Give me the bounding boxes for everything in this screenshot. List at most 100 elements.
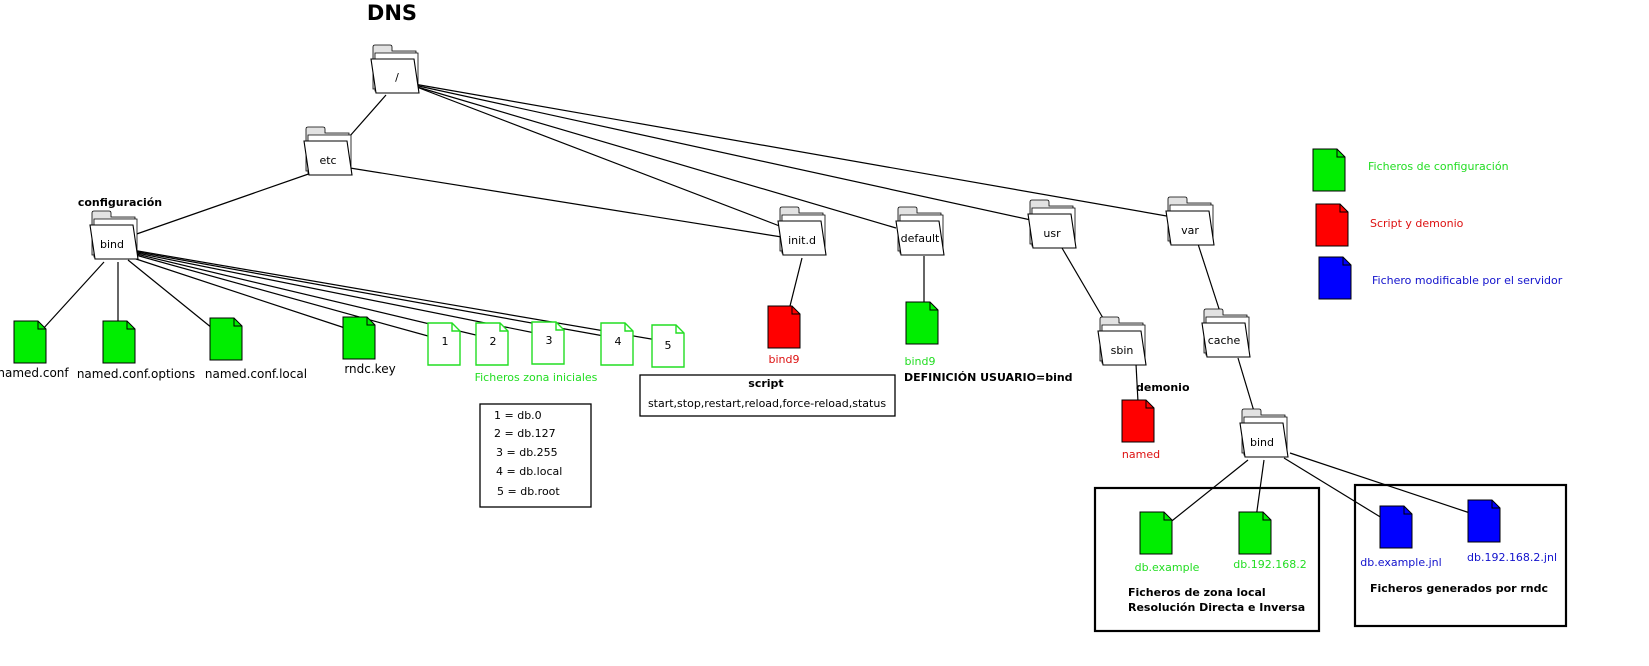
config-file-icon <box>1312 148 1346 192</box>
file-label-initd-bind9: bind9 <box>769 353 800 366</box>
legend-label-config: Ficheros de configuración <box>1368 160 1509 173</box>
script-box-actions: start,stop,restart,reload,force-reload,s… <box>648 397 886 410</box>
zona-local-caption-line2: Resolución Directa e Inversa <box>1128 601 1305 614</box>
folder-icon <box>1239 408 1289 458</box>
folder-label: bind <box>1250 436 1274 449</box>
zone-map-item: 4 = db.local <box>496 465 562 478</box>
file-label-db-example: db.example <box>1135 561 1200 574</box>
file-db-192[interactable] <box>1238 511 1272 555</box>
definicion-usuario-label: DEFINICIÓN USUARIO=bind <box>904 371 1073 384</box>
zone-file-number: 2 <box>490 335 497 348</box>
folder-icon <box>1097 316 1147 366</box>
file-label-named-conf-options: named.conf.options <box>77 367 195 381</box>
folder-default[interactable]: default <box>895 206 945 256</box>
folder-label: etc <box>319 154 336 167</box>
config-file-icon <box>342 316 376 360</box>
file-db-example-jnl[interactable] <box>1379 505 1413 549</box>
folder-etc[interactable]: etc <box>303 126 353 176</box>
file-default-bind9[interactable] <box>905 301 939 345</box>
folder-label: bind <box>100 238 124 251</box>
file-label-db-example-jnl: db.example.jnl <box>1360 556 1441 569</box>
zone-file-5[interactable]: 5 <box>651 324 685 368</box>
folder-icon <box>303 126 353 176</box>
folder-icon <box>89 210 139 260</box>
folder-usr[interactable]: usr <box>1027 199 1077 249</box>
legend-item-config: Ficheros de configuración <box>1312 148 1509 192</box>
zone-file-3[interactable]: 3 <box>531 321 565 365</box>
rndc-box: db.example.jnl db.192.168.2.jnl Ficheros… <box>1353 483 1568 628</box>
zona-local-caption-line1: Ficheros de zona local <box>1128 586 1266 599</box>
folder-var[interactable]: var <box>1165 196 1215 246</box>
demonio-label: demonio <box>1136 381 1190 394</box>
zone-map-item: 2 = db.127 <box>494 427 556 440</box>
legend-label-server: Fichero modificable por el servidor <box>1372 274 1563 287</box>
zone-file-1[interactable]: 1 <box>427 322 461 366</box>
zone-file-number: 4 <box>615 335 622 348</box>
file-label-named-conf: named.conf <box>0 366 69 380</box>
ficheros-zona-iniciales-label: Ficheros zona iniciales <box>475 371 598 384</box>
file-label-default-bind9: bind9 <box>905 355 936 368</box>
zone-map-item: 5 = db.root <box>497 485 560 498</box>
rndc-box-caption: Ficheros generados por rndc <box>1370 582 1548 595</box>
folder-label: / <box>395 71 399 84</box>
folder-icon <box>1027 199 1077 249</box>
file-named-conf-local[interactable] <box>209 317 243 361</box>
legend-item-server: Fichero modificable por el servidor <box>1318 256 1563 300</box>
legend-item-script: Script y demonio <box>1315 203 1464 247</box>
diagram-title: DNS <box>367 1 417 25</box>
zona-local-box: db.example db.192.168.2 Ficheros de zona… <box>1093 486 1321 633</box>
configuracion-label: configuración <box>78 196 162 209</box>
file-named-conf-options[interactable] <box>102 320 136 364</box>
folder-label: default <box>901 232 940 245</box>
folder-label: init.d <box>788 234 816 247</box>
folder-icon <box>777 206 827 256</box>
zone-file-number: 1 <box>442 335 449 348</box>
file-label-rndc-key: rndc.key <box>344 362 395 376</box>
folder-initd[interactable]: init.d <box>777 206 827 256</box>
folder-cache-bind[interactable]: bind <box>1239 408 1289 458</box>
folder-label: sbin <box>1111 344 1134 357</box>
zone-file-number: 3 <box>546 334 553 347</box>
file-rndc-key[interactable] <box>342 316 376 360</box>
folder-sbin[interactable]: sbin <box>1097 316 1147 366</box>
file-label-db-192-jnl: db.192.168.2.jnl <box>1467 551 1557 564</box>
file-db-192-jnl[interactable] <box>1467 499 1501 543</box>
zone-file-4[interactable]: 4 <box>600 322 634 366</box>
config-file-icon <box>905 301 939 345</box>
file-named[interactable] <box>1121 399 1155 443</box>
config-file-icon <box>102 320 136 364</box>
server-file-icon <box>1379 505 1413 549</box>
folder-label: var <box>1181 224 1199 237</box>
tree-connectors <box>41 83 1471 525</box>
config-file-icon <box>1139 511 1173 555</box>
folder-cache[interactable]: cache <box>1201 308 1251 358</box>
server-file-icon <box>1318 256 1352 300</box>
config-file-icon <box>13 320 47 364</box>
file-db-example[interactable] <box>1139 511 1173 555</box>
script-file-icon <box>767 305 801 349</box>
config-file-icon <box>1238 511 1272 555</box>
file-label-named-conf-local: named.conf.local <box>205 367 307 381</box>
zone-map-item: 1 = db.0 <box>494 409 542 422</box>
file-named-conf[interactable] <box>13 320 47 364</box>
folder-bind[interactable]: bind <box>89 210 139 260</box>
file-label-named: named <box>1122 448 1160 461</box>
file-label-db-192: db.192.168.2 <box>1233 558 1306 571</box>
server-file-icon <box>1467 499 1501 543</box>
script-file-icon <box>1315 203 1349 247</box>
zone-map-item: 3 = db.255 <box>496 446 558 459</box>
folder-icon <box>370 44 420 94</box>
folder-icon <box>1201 308 1251 358</box>
folder-icon <box>895 206 945 256</box>
folder-root[interactable]: / <box>370 44 420 94</box>
folder-icon <box>1165 196 1215 246</box>
legend: Ficheros de configuración Script y demon… <box>1312 148 1563 300</box>
config-file-icon <box>209 317 243 361</box>
script-box: script start,stop,restart,reload,force-r… <box>639 374 896 417</box>
zone-file-2[interactable]: 2 <box>475 322 509 366</box>
folder-label: usr <box>1043 227 1061 240</box>
zone-file-number: 5 <box>665 339 672 352</box>
file-initd-bind9[interactable] <box>767 305 801 349</box>
script-box-title: script <box>748 377 783 390</box>
